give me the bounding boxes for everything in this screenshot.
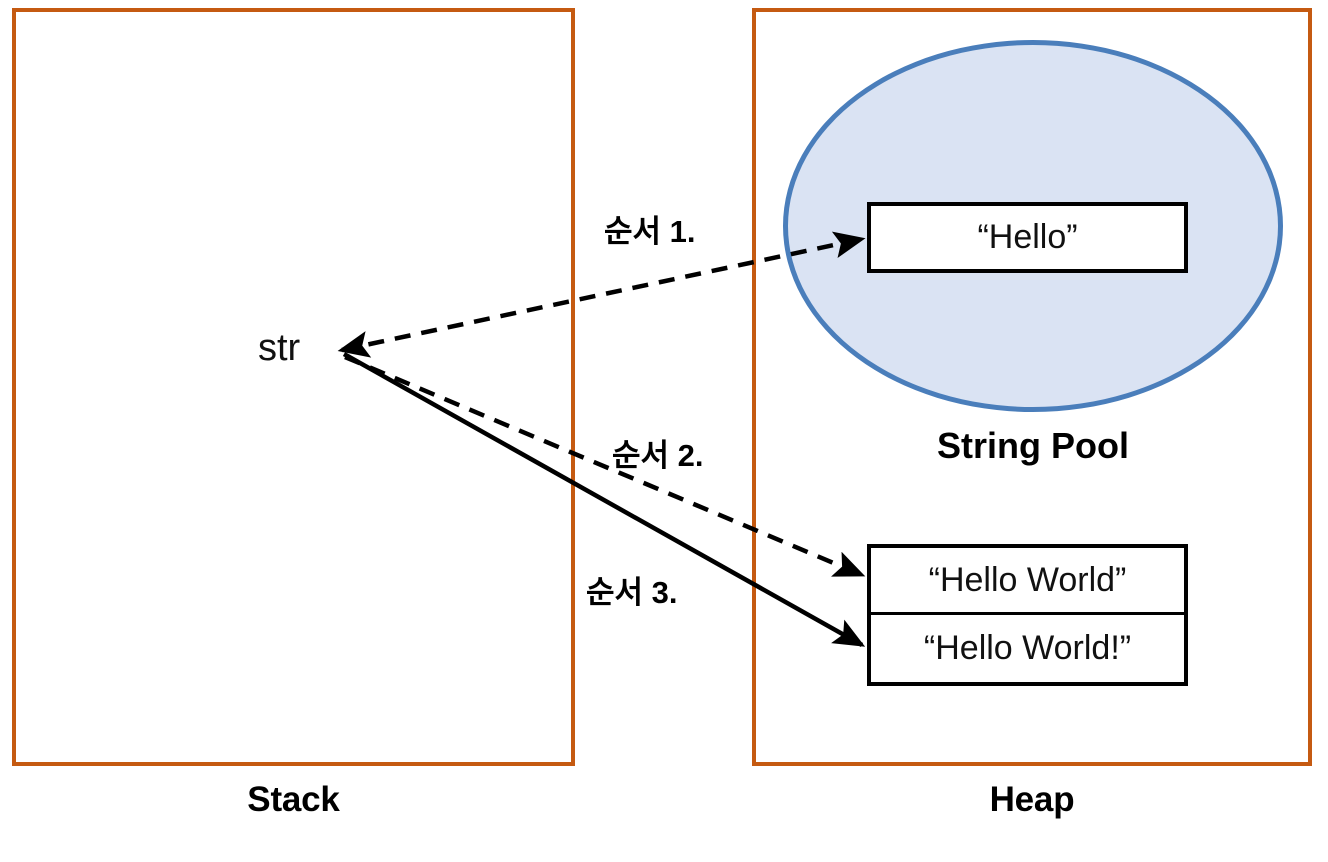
heap-object-hello-world-bang: “Hello World!” (923, 629, 1132, 667)
string-pool-entry-hello: “Hello” (867, 202, 1188, 273)
heap-caption: Heap (989, 780, 1075, 819)
arrow-label-step-3: 순서 3. (586, 575, 678, 610)
heap-object-group: “Hello World” “Hello World!” (867, 544, 1188, 686)
arrow-label-step-1: 순서 1. (604, 214, 696, 249)
stack-region-box (12, 8, 575, 766)
stack-caption: Stack (247, 780, 340, 819)
string-pool-ellipse (783, 40, 1283, 412)
heap-object-hello-world: “Hello World” (871, 548, 1184, 615)
arrow-label-step-2: 순서 2. (612, 438, 704, 473)
string-pool-label: String Pool (937, 425, 1129, 466)
stack-variable-str: str (258, 327, 301, 369)
